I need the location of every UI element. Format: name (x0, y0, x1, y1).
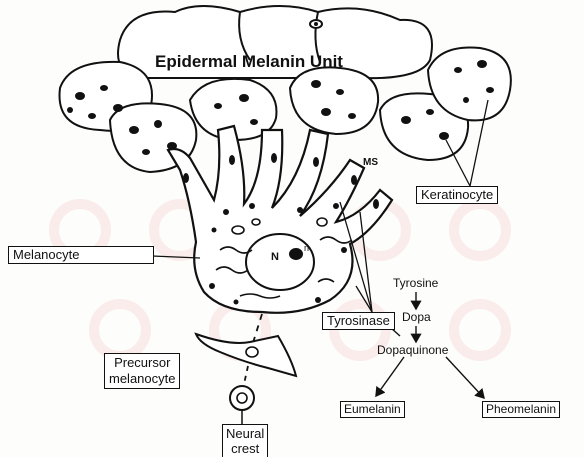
neural-label-line2: crest (226, 441, 264, 456)
arrow-to-eumelanin (376, 357, 404, 396)
ms-label: MS (363, 158, 378, 169)
precursor-label-line1: Precursor (109, 355, 175, 371)
dopa-label: Dopa (402, 311, 431, 324)
tyrosinase-label: Tyrosinase (322, 312, 395, 330)
precursor-cell (196, 334, 296, 376)
precursor-melanocyte-label: Precursor melanocyte (104, 353, 180, 389)
nucleolus-label: n (304, 244, 309, 253)
melanocyte-leader (152, 256, 200, 258)
pheomelanin-label: Pheomelanin (482, 401, 560, 418)
neural-crest-label: Neural crest (222, 424, 268, 457)
diagram-title: Epidermal Melanin Unit (155, 53, 343, 71)
dopaquinone-label: Dopaquinone (377, 344, 448, 357)
neural-label-line1: Neural (226, 426, 264, 441)
melanocyte-label: Melanocyte (8, 246, 154, 264)
arrow-to-pheomelanin (446, 357, 484, 398)
neural-crest-cell (230, 386, 254, 410)
lineage-dash-2 (244, 366, 248, 384)
nucleus-label: N (271, 252, 279, 264)
eumelanin-label: Eumelanin (340, 401, 405, 418)
tyrosine-label: Tyrosine (393, 277, 438, 290)
keratinocyte-label: Keratinocyte (416, 186, 498, 204)
precursor-label-line2: melanocyte (109, 371, 175, 387)
